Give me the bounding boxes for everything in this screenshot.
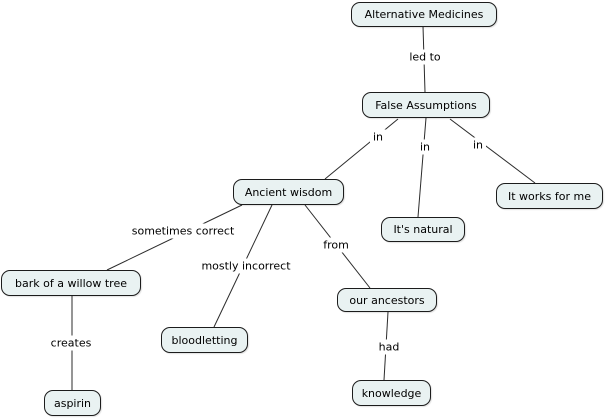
edge-line-false-assumptions-it-works-for-me [449, 118, 536, 184]
edge-label-in-ancient-wisdom[interactable]: in [369, 129, 387, 145]
node-bloodletting[interactable]: bloodletting [161, 327, 248, 353]
edge-line-false-assumptions-ancient-wisdom [324, 118, 399, 180]
node-knowledge[interactable]: knowledge [352, 380, 431, 406]
edge-label-in-its-natural[interactable]: in [416, 139, 434, 155]
node-its-natural[interactable]: It's natural [381, 217, 465, 242]
edge-label-led-to[interactable]: led to [406, 49, 444, 65]
node-aspirin[interactable]: aspirin [44, 390, 101, 416]
edge-line-false-assumptions-its-natural [417, 117, 427, 218]
node-our-ancestors[interactable]: our ancestors [337, 288, 437, 312]
node-it-works-for-me[interactable]: It works for me [496, 183, 603, 209]
edge-label-had[interactable]: had [375, 339, 403, 355]
node-false-assumptions[interactable]: False Assumptions [362, 92, 490, 118]
edge-label-mostly-incorrect[interactable]: mostly incorrect [198, 258, 294, 274]
node-alternative-medicines[interactable]: Alternative Medicines [351, 2, 497, 27]
node-bark-of-a-willow-tree[interactable]: bark of a willow tree [1, 270, 141, 296]
node-ancient-wisdom[interactable]: Ancient wisdom [233, 179, 344, 205]
edge-label-in-it-works-for-me[interactable]: in [469, 137, 487, 153]
edge-label-from[interactable]: from [320, 237, 352, 253]
edge-label-sometimes-correct[interactable]: sometimes correct [128, 223, 238, 239]
edge-label-creates[interactable]: creates [47, 335, 95, 351]
